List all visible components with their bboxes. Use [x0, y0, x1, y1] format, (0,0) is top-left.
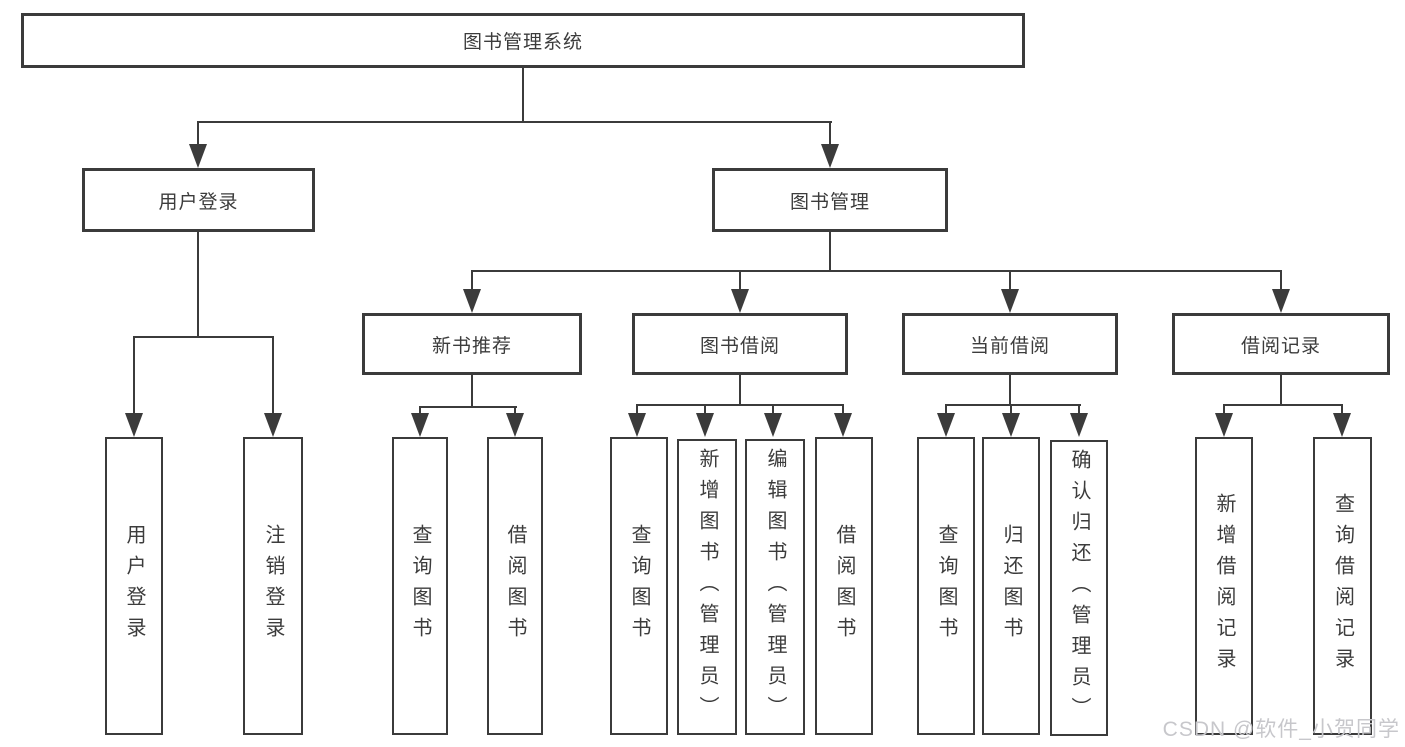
connector-line [272, 336, 274, 415]
node-new-book-recommend: 新书推荐 [362, 313, 582, 375]
arrow-down-icon [834, 413, 852, 437]
connector-line [197, 121, 832, 123]
arrow-down-icon [1272, 289, 1290, 313]
node-borrow-records: 借阅记录 [1172, 313, 1390, 375]
connector-line [471, 375, 473, 408]
connector-line [829, 121, 831, 147]
connector-line [1009, 270, 1011, 291]
connector-line [772, 404, 774, 415]
leaf-add-borrow-record: 新增借阅记录 [1195, 437, 1253, 735]
leaf-query-borrow-record: 查询借阅记录 [1313, 437, 1372, 735]
arrow-down-icon [506, 413, 524, 437]
leaf-logout-label: 注销登录 [262, 524, 284, 648]
connector-line [1280, 375, 1282, 406]
arrow-down-icon [696, 413, 714, 437]
node-user-login: 用户登录 [82, 168, 315, 232]
leaf-borrow-books-recommend: 借阅图书 [487, 437, 543, 735]
leaf-user-login-label: 用户登录 [123, 524, 145, 648]
node-borrow-records-label: 借阅记录 [1240, 335, 1321, 357]
arrow-down-icon [764, 413, 782, 437]
leaf-query-books-recommend: 查询图书 [392, 437, 448, 735]
connector-line [1280, 270, 1282, 291]
leaf-add-book-admin-label: 新增图书（管理员） [696, 447, 718, 727]
leaf-query-books-recommend-label: 查询图书 [409, 524, 431, 648]
leaf-confirm-return-admin-label: 确认归还（管理员） [1068, 448, 1090, 728]
leaf-add-borrow-record-label: 新增借阅记录 [1213, 493, 1235, 679]
connector-line [1009, 375, 1011, 406]
connector-line [945, 404, 1081, 406]
connector-line [133, 336, 274, 338]
connector-line [1078, 404, 1080, 415]
node-root-label: 图书管理系统 [462, 32, 583, 53]
connector-line [419, 406, 421, 415]
node-current-borrow-label: 当前借阅 [969, 335, 1050, 357]
arrow-down-icon [1002, 413, 1020, 437]
arrow-down-icon [463, 289, 481, 313]
leaf-return-book-label: 归还图书 [1000, 524, 1022, 648]
leaf-query-books-borrow: 查询图书 [610, 437, 668, 735]
arrow-down-icon [1001, 289, 1019, 313]
leaf-edit-book-admin: 编辑图书（管理员） [745, 439, 805, 735]
node-current-borrow: 当前借阅 [902, 313, 1118, 375]
node-book-management-label: 图书管理 [789, 191, 870, 213]
connector-line [636, 404, 638, 415]
leaf-edit-book-admin-label: 编辑图书（管理员） [764, 447, 786, 727]
arrow-down-icon [628, 413, 646, 437]
leaf-query-books-current: 查询图书 [917, 437, 975, 735]
node-book-borrow-label: 图书借阅 [699, 335, 780, 357]
leaf-query-books-borrow-label: 查询图书 [628, 524, 650, 648]
leaf-borrow-books-borrow-label: 借阅图书 [833, 524, 855, 648]
connector-line [514, 406, 516, 415]
leaf-logout: 注销登录 [243, 437, 303, 735]
arrow-down-icon [821, 144, 839, 168]
connector-line [829, 232, 831, 272]
connector-line [419, 406, 517, 408]
leaf-user-login: 用户登录 [105, 437, 163, 735]
connector-line [739, 270, 741, 291]
arrow-down-icon [189, 144, 207, 168]
arrow-down-icon [937, 413, 955, 437]
leaf-return-book: 归还图书 [982, 437, 1040, 735]
leaf-borrow-books-borrow: 借阅图书 [815, 437, 873, 735]
leaf-confirm-return-admin: 确认归还（管理员） [1050, 440, 1108, 736]
connector-line [739, 375, 741, 406]
leaf-borrow-books-recommend-label: 借阅图书 [504, 524, 526, 648]
node-user-login-label: 用户登录 [158, 191, 239, 213]
connector-line [842, 404, 844, 415]
node-book-management: 图书管理 [712, 168, 948, 232]
arrow-down-icon [1333, 413, 1351, 437]
node-new-book-recommend-label: 新书推荐 [431, 335, 512, 357]
leaf-add-book-admin: 新增图书（管理员） [677, 439, 737, 735]
connector-line [197, 232, 199, 338]
arrow-down-icon [411, 413, 429, 437]
arrow-down-icon [731, 289, 749, 313]
connector-line [522, 68, 524, 122]
connector-line [197, 121, 199, 147]
watermark: CSDN @软件_小贺同学 [1162, 718, 1400, 741]
connector-line [636, 404, 844, 406]
connector-line [1223, 404, 1225, 415]
connector-line [1223, 404, 1343, 406]
connector-line [471, 270, 473, 291]
node-book-borrow: 图书借阅 [632, 313, 848, 375]
connector-line [133, 336, 135, 415]
connector-line [945, 404, 947, 415]
connector-line [471, 270, 1282, 272]
arrow-down-icon [1215, 413, 1233, 437]
arrow-down-icon [1070, 413, 1088, 437]
connector-line [1010, 404, 1012, 415]
leaf-query-borrow-record-label: 查询借阅记录 [1331, 493, 1354, 679]
arrow-down-icon [264, 413, 282, 437]
leaf-query-books-current-label: 查询图书 [935, 524, 957, 648]
connector-line [704, 404, 706, 415]
node-root: 图书管理系统 [21, 13, 1025, 68]
arrow-down-icon [125, 413, 143, 437]
connector-line [1341, 404, 1343, 415]
